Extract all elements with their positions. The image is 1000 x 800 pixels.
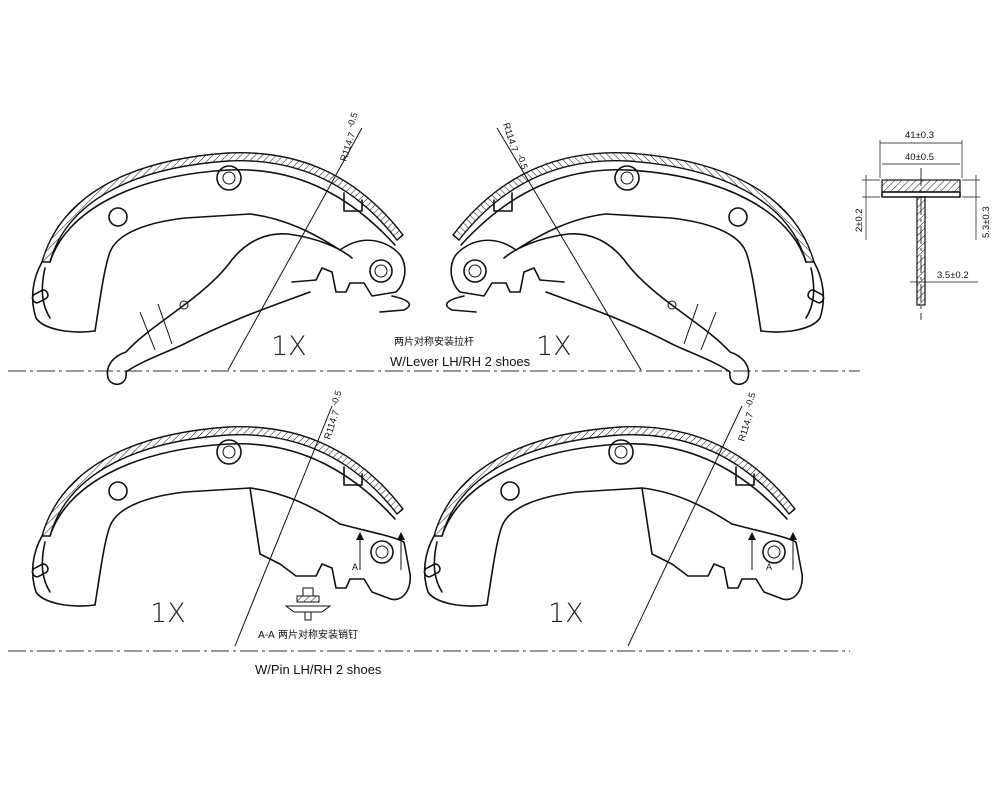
svg-text:-0.5: -0.5: [515, 153, 529, 171]
section-marker-1: A: [352, 562, 358, 572]
radius-label-1: R114.7 -0.5: [338, 111, 359, 163]
shoe-lever-right: [447, 127, 825, 384]
svg-text:R114.7: R114.7: [338, 131, 358, 163]
row2-caption: W/Pin LH/RH 2 shoes: [255, 662, 382, 677]
quantity-label-3: 1X: [150, 598, 186, 629]
shoe-lever-left: [31, 127, 409, 384]
quantity-label-1: 1X: [271, 331, 307, 362]
shoe-pin-left: [31, 405, 410, 647]
svg-text:-0.5: -0.5: [329, 389, 343, 407]
radius-label-3: R114.7 -0.5: [322, 389, 343, 441]
row1-caption: W/Lever LH/RH 2 shoes: [390, 354, 531, 369]
svg-text:-0.5: -0.5: [743, 391, 757, 409]
svg-text:3.5±0.2: 3.5±0.2: [937, 270, 969, 281]
section-marker-2: A: [766, 562, 772, 572]
svg-text:R114.7: R114.7: [736, 411, 756, 443]
svg-text:2±0.2: 2±0.2: [854, 208, 865, 232]
svg-text:41±0.3: 41±0.3: [905, 130, 934, 141]
cross-section: 41±0.3 40±0.5 2±0.2 5.3±0.3 3.5±0.2: [854, 130, 992, 306]
quantity-label-2: 1X: [536, 331, 572, 362]
svg-text:R114.7: R114.7: [322, 409, 342, 441]
quantity-label-4: 1X: [548, 598, 584, 629]
svg-text:5.3±0.3: 5.3±0.3: [981, 206, 992, 238]
row1-cn-note: 两片对称安装拉杆: [394, 335, 474, 348]
shoe-pin-right: [423, 405, 802, 647]
svg-text:-0.5: -0.5: [345, 111, 359, 129]
radius-label-2: R114.7 -0.5: [500, 122, 530, 171]
row2-cn-note: A-A 两片对称安装销钉: [258, 628, 358, 641]
pin-detail: [284, 587, 332, 621]
svg-text:40±0.5: 40±0.5: [905, 152, 934, 163]
